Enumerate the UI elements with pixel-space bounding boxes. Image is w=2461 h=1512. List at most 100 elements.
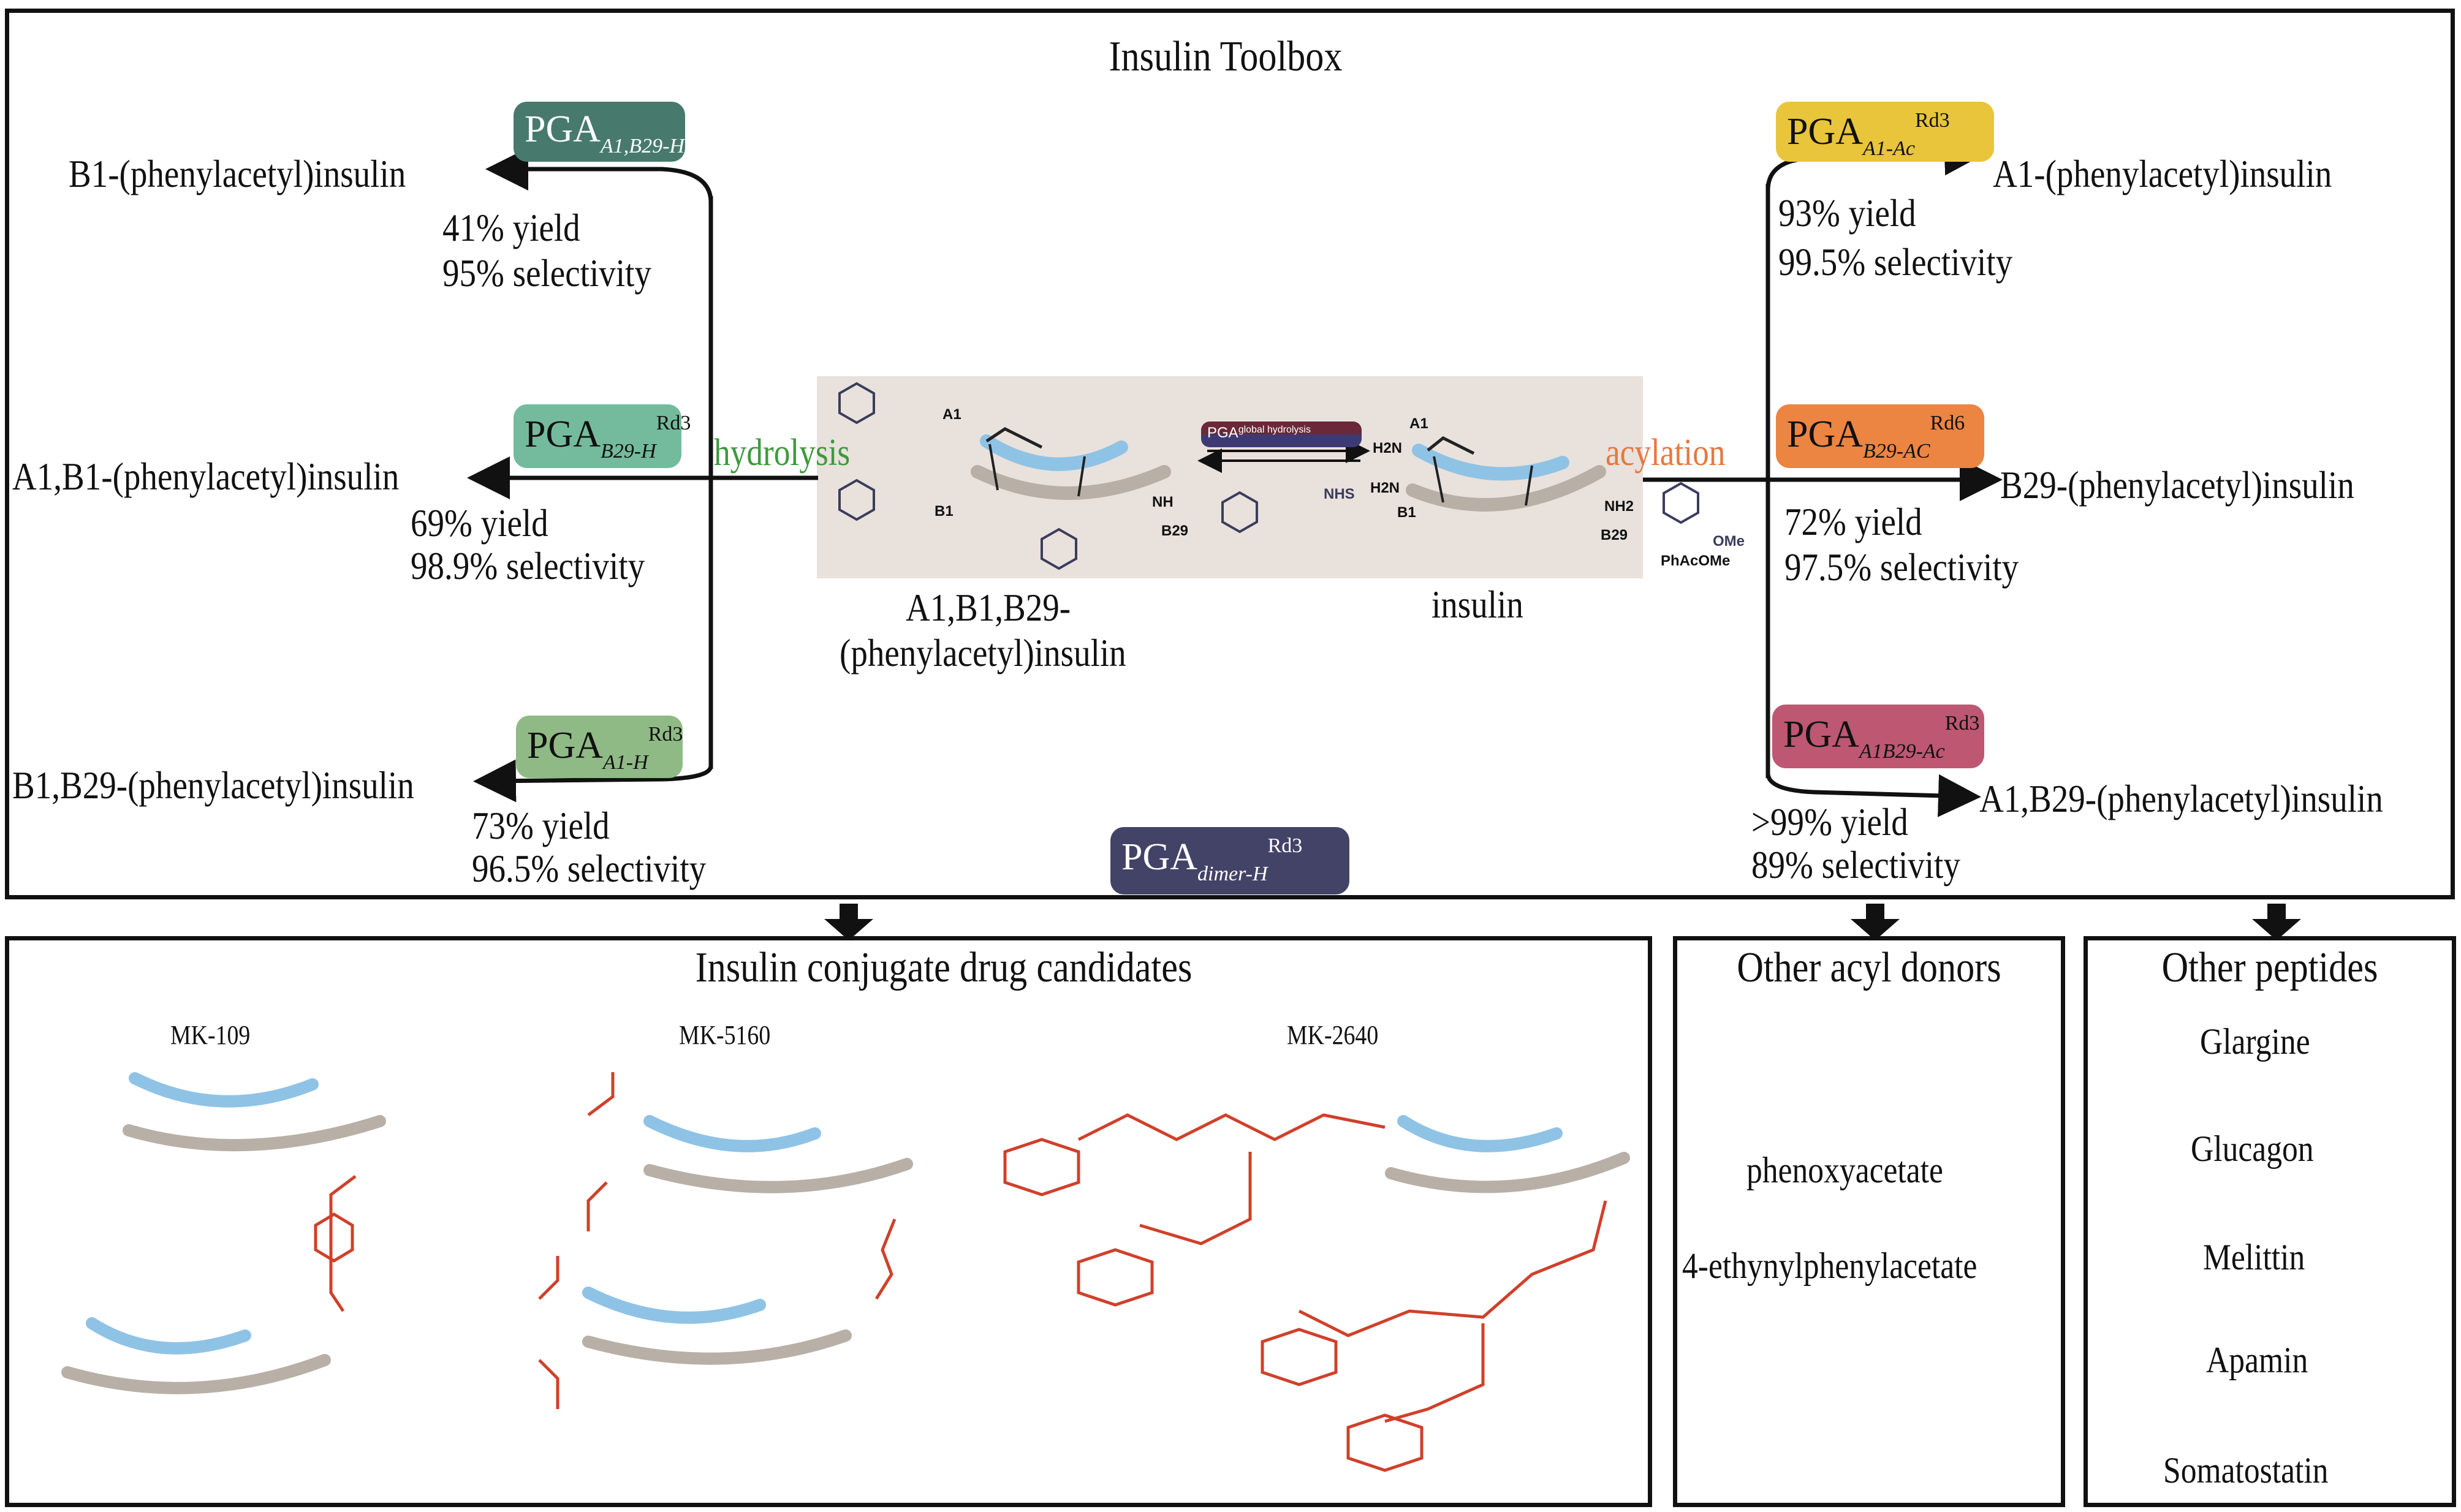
- mk109-b-chain-bottom: [61, 1354, 331, 1394]
- center-left-b-chain: [971, 465, 1171, 500]
- selectivity-b29: 97.5% selectivity: [1784, 545, 2019, 589]
- label-b1-right: B1: [1397, 504, 1416, 521]
- label-b29-left: B29: [1161, 523, 1189, 539]
- product-a1: A1-(phenylacetyl)insulin: [1993, 152, 2332, 195]
- acylation-label: acylation: [1606, 432, 1726, 474]
- peptide-item: Glucagon: [2191, 1128, 2314, 1169]
- yield-b1: 41% yield: [442, 206, 580, 249]
- sugar-ring: [1346, 1413, 1424, 1472]
- product-b1b29: B1,B29-(phenylacetyl)insulin: [12, 763, 414, 807]
- conjugates-panel: [5, 936, 1652, 1507]
- peptides-panel: [2084, 936, 2456, 1507]
- label-b1-left: B1: [935, 503, 954, 520]
- mk5160-a-chain-top: [643, 1115, 821, 1152]
- product-b29: B29-(phenylacetyl)insulin: [2000, 463, 2354, 507]
- nhs-label: NHS: [1324, 486, 1355, 502]
- selectivity-a1: 99.5% selectivity: [1778, 240, 2013, 284]
- down-arrow-acyl-donors: [1851, 904, 1900, 940]
- mk109-a-chain-top: [129, 1072, 319, 1108]
- phenyl-ring: [838, 382, 875, 425]
- enzyme-badge-dimer-h: PGAdimer-HRd3: [1110, 827, 1349, 894]
- phenyl-ring: [838, 478, 875, 521]
- enzyme-badge-a1-ac: PGAA1-AcRd3: [1776, 102, 1994, 162]
- ome-label: OMe: [1713, 533, 1745, 550]
- selectivity-b1: 95% selectivity: [442, 251, 651, 295]
- mk2640-linker-bottom2: [1384, 1323, 1485, 1423]
- mk2640-linker-bottom: [1298, 1200, 1607, 1337]
- sugar-ring: [1261, 1328, 1338, 1386]
- selectivity-a1b29: 89% selectivity: [1751, 843, 1960, 886]
- down-arrow-conjugates: [824, 904, 873, 940]
- global-hydrolysis-enzyme: PGAglobal hydrolysis: [1201, 421, 1362, 447]
- mk2640-linker-top: [1077, 1113, 1386, 1141]
- enzyme-badge-b29-ac: PGAB29-ACRd6: [1776, 404, 1984, 468]
- down-arrow-peptides: [2252, 904, 2301, 940]
- enzyme-badge-b29-h: PGAB29-HRd3: [514, 404, 691, 468]
- acyl-donors-panel: [1673, 936, 2065, 1507]
- arrow-to-b1b29-product: [473, 759, 713, 803]
- candidate-label-mk2640: MK-2640: [1287, 1020, 1379, 1050]
- arrow-to-a1b29-product: [1765, 773, 1981, 817]
- phenyl-ring: [1663, 482, 1699, 524]
- center-right-label: insulin: [1431, 583, 1523, 626]
- mk2640-linker-mid: [1139, 1152, 1252, 1246]
- insulin-toolbox-panel: [5, 9, 2455, 899]
- acyl-donors-title: Other acyl donors: [1737, 944, 2001, 991]
- enzyme-badge-a1b29-ac: PGAA1B29-AcRd3: [1772, 705, 1984, 768]
- peptide-item: Glargine: [2200, 1021, 2310, 1062]
- mk5160-b-chain-bottom: [582, 1329, 852, 1365]
- selectivity-b1b29: 96.5% selectivity: [472, 847, 707, 890]
- sugar-ring: [1003, 1138, 1080, 1196]
- selectivity-a1b1: 98.9% selectivity: [411, 544, 645, 588]
- phenyl-ring: [1041, 527, 1077, 570]
- label-b29-right: B29: [1601, 527, 1628, 543]
- phacome-label: PhAcOMe: [1661, 553, 1731, 569]
- sugar-ring: [1077, 1248, 1154, 1307]
- conjugates-title: Insulin conjugate drug candidates: [695, 944, 1193, 991]
- cyclohexane-ring: [314, 1212, 354, 1263]
- peptide-item: Melittin: [2203, 1237, 2305, 1277]
- product-a1b29: A1,B29-(phenylacetyl)insulin: [1979, 777, 2383, 820]
- center-left-label-line1: A1,B1,B29-: [906, 586, 1071, 629]
- product-b1: B1-(phenylacetyl)insulin: [69, 152, 406, 195]
- hydrolysis-label: hydrolysis: [714, 432, 851, 474]
- yield-a1: 93% yield: [1778, 191, 1916, 235]
- mk2640-a-chain: [1397, 1115, 1563, 1152]
- label-nh2-right: NH2: [1604, 498, 1634, 515]
- center-left-a-chain: [980, 434, 1128, 471]
- enzyme-badge-a1b29-h: PGAA1,B29-H: [514, 102, 685, 162]
- yield-b1b29: 73% yield: [472, 804, 610, 847]
- enzyme-badge-a1-h: PGAA1-HRd3: [516, 716, 683, 778]
- yield-a1b1: 69% yield: [411, 501, 548, 545]
- acyl-donor-item: phenoxyacetate: [1746, 1150, 1943, 1190]
- urea-group: [586, 1072, 615, 1231]
- label-a1-right: A1: [1409, 415, 1428, 432]
- product-a1b1: A1,B1-(phenylacetyl)insulin: [12, 455, 400, 498]
- center-left-label-line2: (phenylacetyl)insulin: [840, 631, 1126, 675]
- yield-a1b29: >99% yield: [1751, 800, 1908, 844]
- label-nh-left: NH: [1152, 494, 1174, 510]
- peptide-item: Apamin: [2206, 1340, 2308, 1380]
- urea-group: [538, 1256, 559, 1409]
- mk109-linker: [329, 1175, 357, 1312]
- peptides-title: Other peptides: [2161, 944, 2378, 991]
- label-h2n-a-right: H2N: [1373, 440, 1403, 456]
- arrow-to-b1-product: [485, 148, 713, 203]
- label-a1-left: A1: [942, 406, 961, 423]
- mk109-b-chain-top: [123, 1115, 386, 1152]
- mk5160-b-chain-top: [643, 1158, 913, 1193]
- center-right-a-chain: [1412, 444, 1569, 481]
- center-right-b-chain: [1406, 465, 1606, 512]
- mk109-a-chain-bottom: [86, 1317, 251, 1355]
- mk5160-a-chain-bottom: [582, 1287, 766, 1324]
- candidate-label-mk5160: MK-5160: [679, 1020, 771, 1050]
- acyl-donor-item: 4-ethynylphenylacetate: [1682, 1246, 1978, 1286]
- mk2640-b-chain: [1385, 1152, 1630, 1193]
- toolbox-title: Insulin Toolbox: [1109, 33, 1343, 80]
- mk5160-linker: [874, 1219, 897, 1300]
- candidate-label-mk109: MK-109: [170, 1020, 251, 1050]
- phenyl-ring: [1221, 491, 1258, 534]
- yield-b29: 72% yield: [1784, 500, 1922, 543]
- peptide-item: Somatostatin: [2163, 1450, 2329, 1491]
